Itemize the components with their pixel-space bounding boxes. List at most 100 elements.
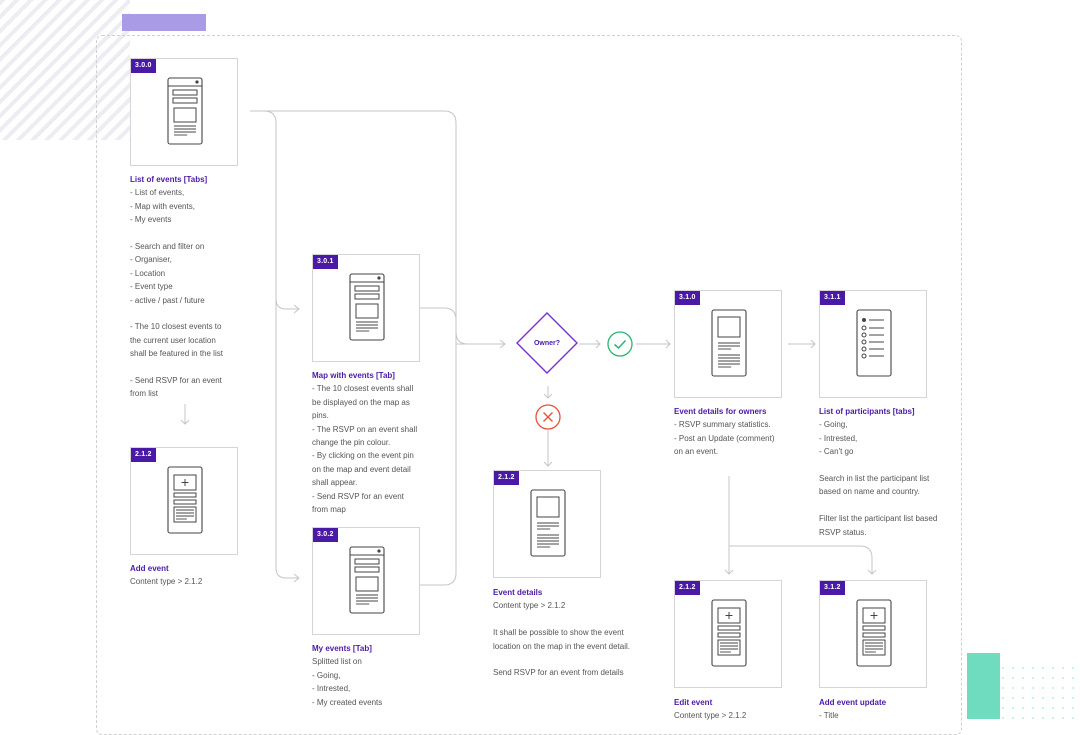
card-description-line: - The 10 closest events shall: [312, 384, 414, 394]
card-description-line: Content type > 2.1.2: [130, 577, 203, 587]
card-description-line: from map: [312, 505, 346, 515]
card-description-line: - The RSVP on an event shall: [312, 424, 418, 434]
card-description-line: - Can't go: [819, 447, 854, 457]
line-gap: [130, 227, 280, 240]
card-description-line: - Send RSVP for an event: [130, 376, 222, 386]
decision-label: Owner?: [534, 340, 560, 347]
connector: [499, 339, 506, 349]
screen-card-map-with-events[interactable]: 3.0.1: [312, 254, 420, 362]
card-description-line: - Event type: [130, 282, 173, 292]
card-description-line: - Title: [819, 711, 839, 721]
screen-card-add-event[interactable]: 2.1.2: [130, 447, 238, 555]
connector: [595, 339, 601, 349]
line-gap: [819, 459, 959, 472]
screen-id-badge: 3.0.1: [313, 255, 338, 269]
card-description-line: based on name and country.: [819, 487, 920, 497]
screen-card-add-event-update[interactable]: 3.1.2: [819, 580, 927, 688]
card-description-line: - The 10 closest events to: [130, 322, 222, 332]
connector: [264, 110, 469, 345]
card-description-line: - By clicking on the event pin: [312, 451, 414, 461]
card-description-line: Search in list the participant list: [819, 474, 930, 484]
card-description-line: the current user location: [130, 335, 216, 345]
screen-card-edit-event[interactable]: 2.1.2: [674, 580, 782, 688]
card-description: Map with events [Tab] - The 10 closest ev…: [312, 369, 452, 516]
card-description-line: location on the map in the event detail.: [493, 641, 630, 651]
card-description-line: from list: [130, 389, 158, 399]
connector: [810, 339, 816, 349]
screen-wireframe-icon: [856, 309, 892, 377]
connector: [543, 461, 553, 467]
card-description-line: Splitted list on: [312, 657, 362, 667]
card-title: List of participants [tabs]: [819, 407, 915, 416]
card-title: Event details: [493, 588, 543, 597]
card-description-line: - Map with events,: [130, 201, 195, 211]
card-description: List of events [Tabs] - List of events, - …: [130, 173, 280, 401]
card-title: Add event update: [819, 698, 887, 707]
card-title: Add event: [130, 564, 169, 573]
connector: [420, 344, 457, 586]
card-description: List of participants [tabs]- Going,- Int…: [819, 405, 959, 539]
screen-card-list-of-events[interactable]: 3.0.0: [130, 58, 238, 166]
check-circle-icon: [607, 331, 633, 357]
screen-card-my-events[interactable]: 3.0.2: [312, 527, 420, 635]
screen-wireframe-icon: [530, 489, 566, 557]
screen-wireframe-icon: [711, 309, 747, 377]
connector: [275, 300, 298, 579]
card-description: Add event update - Title: [819, 696, 949, 723]
purple-tab-decoration: [122, 14, 206, 31]
screen-card-event-details[interactable]: 2.1.2: [493, 470, 601, 578]
card-description: Event details for owners - RSVP summary s…: [674, 405, 804, 459]
teal-block-decoration: [967, 653, 1000, 719]
screen-id-badge: 3.1.1: [820, 291, 845, 305]
card-description-line: - active / past / future: [130, 295, 205, 305]
card-title: Event details for owners: [674, 407, 767, 416]
card-description-line: change the pin colour.: [312, 438, 391, 448]
line-gap: [493, 653, 663, 666]
dot-grid-decoration: [1000, 665, 1080, 725]
screen-id-badge: 3.0.0: [131, 59, 156, 73]
connector: [543, 393, 553, 399]
card-description-line: Content type > 2.1.2: [493, 601, 566, 611]
card-title: List of events [Tabs]: [130, 175, 208, 184]
screen-id-badge: 2.1.2: [494, 471, 519, 485]
line-gap: [130, 307, 280, 320]
screen-id-badge: 3.0.2: [313, 528, 338, 542]
card-description-line: on the map and event detail: [312, 464, 411, 474]
owner-decision: Owner?: [516, 312, 578, 374]
connector: [293, 573, 300, 583]
connector: [867, 569, 877, 575]
card-description-line: - List of events,: [130, 188, 185, 198]
connector: [665, 339, 671, 349]
screen-card-event-details-for-owners[interactable]: 3.1.0: [674, 290, 782, 398]
diagonal-stripes-decoration: [0, 0, 130, 140]
card-description-line: shall appear.: [312, 478, 358, 488]
card-description-line: Filter list the participant list based: [819, 514, 938, 524]
screen-wireframe-icon: [167, 466, 203, 534]
card-description-line: - Search and filter on: [130, 242, 205, 252]
screen-wireframe-icon: [856, 599, 892, 667]
card-description-line: It shall be possible to show the event: [493, 628, 624, 638]
close-circle-icon: [535, 404, 561, 430]
card-description-line: be displayed on the map as: [312, 397, 410, 407]
card-description: My events [Tab]Splitted list on- Going,-…: [312, 642, 452, 709]
card-description-line: - My created events: [312, 697, 383, 707]
screen-wireframe-icon: [167, 77, 203, 145]
card-description-line: - My events: [130, 215, 172, 225]
screen-id-badge: 2.1.2: [675, 581, 700, 595]
screen-wireframe-icon: [711, 599, 747, 667]
card-title: Map with events [Tab]: [312, 371, 395, 380]
card-description-line: Send RSVP for an event from details: [493, 668, 624, 678]
card-description-line: - RSVP summary statistics.: [674, 420, 771, 430]
card-description-line: - Location: [130, 268, 166, 278]
connector: [724, 569, 734, 575]
connector: [729, 545, 873, 574]
screen-id-badge: 3.1.2: [820, 581, 845, 595]
card-description-line: - Intrested,: [819, 433, 858, 443]
screen-wireframe-icon: [349, 273, 385, 341]
card-description-line: shall be featured in the list: [130, 349, 223, 359]
screen-card-list-of-participants[interactable]: 3.1.1: [819, 290, 927, 398]
